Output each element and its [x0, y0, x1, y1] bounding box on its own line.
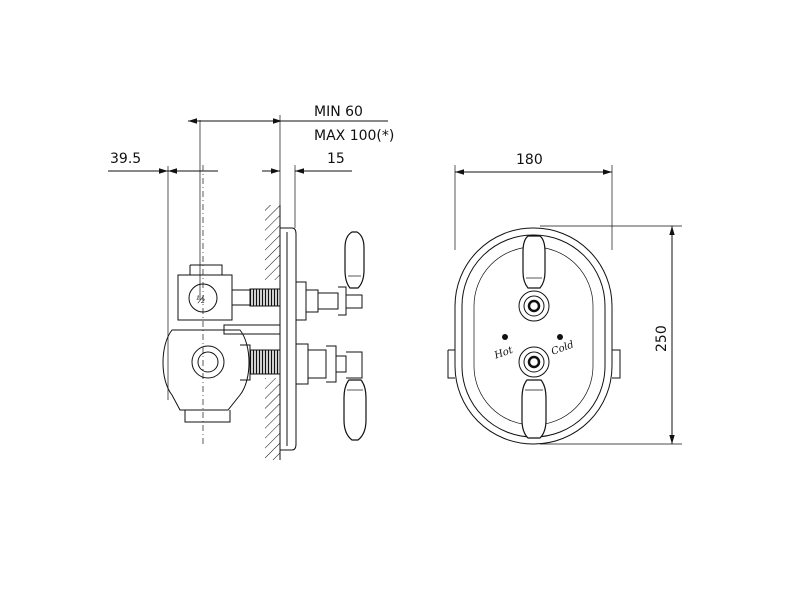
hot-label: Hot: [492, 345, 515, 362]
valve-body: ½: [162, 264, 281, 423]
depth-dimension: MIN 60 MAX 100(*): [188, 104, 394, 300]
max-depth-label: MAX 100(*): [314, 128, 394, 144]
height-250-label: 250: [654, 325, 670, 352]
offset-15-label: 15: [327, 151, 345, 167]
lower-handle-front: [518, 346, 550, 439]
hot-dot-icon: [502, 334, 508, 340]
upper-handle-front: [518, 235, 550, 322]
width-dimension: 180: [454, 152, 613, 250]
cold-label: Cold: [550, 339, 576, 357]
plate-dimension-15: 15: [262, 115, 352, 228]
front-view: 180 250: [447, 152, 682, 445]
lower-handle-side: [296, 343, 367, 441]
wall-section: [265, 205, 281, 460]
plate-profile: [280, 227, 297, 451]
offset-39-5-label: 39.5: [110, 151, 141, 167]
cold-dot-icon: [557, 334, 563, 340]
upper-handle-side: [296, 231, 365, 321]
side-view: MIN 60 MAX 100(*) 39.5 15: [108, 104, 394, 460]
offset-dimension-39-5: 39.5: [108, 151, 218, 400]
height-dimension: 250: [540, 225, 682, 445]
width-180-label: 180: [516, 152, 543, 168]
svg-text:½: ½: [196, 295, 206, 306]
min-depth-label: MIN 60: [314, 104, 363, 120]
